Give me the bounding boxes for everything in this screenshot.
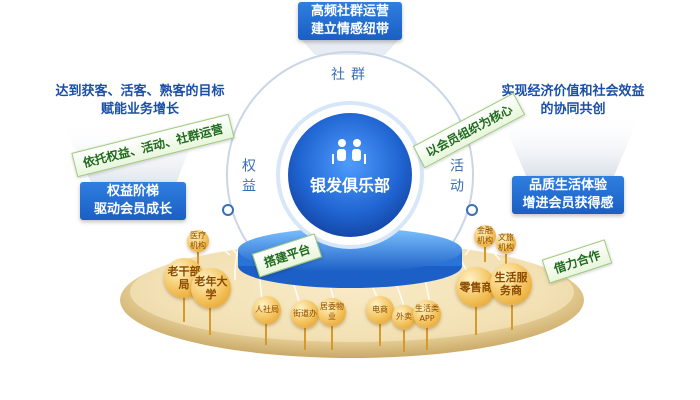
left-goal-text: 达到获客、活客、熟客的目标 赋能业务增长	[44, 83, 236, 119]
right-box: 品质生活体验 增进会员获得感	[512, 176, 624, 214]
left-goal-line1: 达到获客、活客、熟客的目标	[55, 84, 225, 99]
center-circle	[288, 113, 412, 237]
ring-label-top: 社群	[331, 67, 371, 83]
node-medical: 医疗机构	[187, 230, 209, 252]
ring-label-left: 权益	[240, 158, 256, 198]
node-finance: 金融机构	[474, 225, 496, 247]
node-life-app: 生活类APP	[413, 300, 441, 328]
ring-label-right: 活动	[448, 158, 464, 198]
left-box-line2: 驱动会员成长	[93, 202, 172, 217]
node-culture-tourism: 文旅机构	[496, 233, 516, 253]
left-box: 权益阶梯 驱动会员成长	[80, 182, 186, 220]
right-box-line1: 品质生活体验	[528, 178, 607, 193]
right-cone	[500, 115, 640, 185]
right-box-line2: 增进会员获得感	[522, 196, 614, 211]
top-box: 高频社群运营 建立情感纽带	[298, 2, 402, 40]
node-senior-university: 老年大学	[191, 268, 231, 308]
right-goal-line2: 的协同共创	[540, 102, 606, 117]
right-goal-line1: 实现经济价值和社会效益	[501, 84, 645, 99]
node-retailer: 零售商	[456, 267, 496, 307]
top-cone	[300, 38, 400, 55]
people-icon	[332, 139, 366, 164]
ring-node-left	[222, 204, 234, 216]
pins	[183, 247, 513, 352]
ring-node-right	[466, 204, 478, 216]
node-service-provider: 生活服务商	[490, 263, 532, 305]
top-box-line1: 高频社群运营	[310, 4, 389, 19]
node-ecommerce: 电商	[366, 296, 394, 324]
left-goal-line2: 赋能业务增长	[100, 102, 179, 117]
center-title: 银发俱乐部	[309, 176, 390, 195]
node-property: 居委物业	[318, 298, 346, 326]
node-hr-bureau: 人社局	[253, 296, 281, 324]
top-box-line2: 建立情感纽带	[310, 22, 389, 37]
right-goal-text: 实现经济价值和社会效益 的协同共创	[478, 83, 668, 119]
node-delivery: 外卖	[392, 305, 416, 329]
node-street-office: 街道办	[291, 300, 319, 328]
left-box-line1: 权益阶梯	[106, 184, 159, 199]
